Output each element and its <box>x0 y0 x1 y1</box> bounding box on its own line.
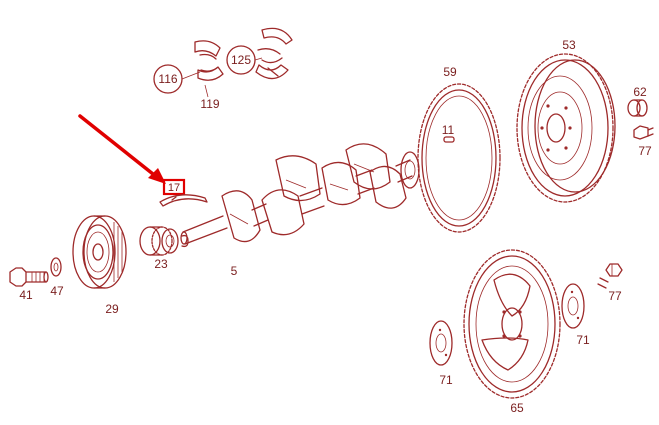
label-125: 125 <box>231 53 251 67</box>
label-62: 62 <box>633 85 647 99</box>
label-53: 53 <box>562 38 576 52</box>
drive-plate-65 <box>463 249 561 399</box>
label-11: 11 <box>442 123 455 137</box>
crankshaft-5 <box>180 143 420 245</box>
highlight-box-17 <box>162 178 186 196</box>
label-47: 47 <box>50 284 64 298</box>
label-65: 65 <box>510 401 524 415</box>
bolt-77-bottom <box>597 263 623 289</box>
label-77-bottom: 77 <box>608 289 622 303</box>
shim-disc-71-right <box>561 283 585 329</box>
damper-pulley-29 <box>72 215 127 289</box>
label-23: 23 <box>154 257 168 271</box>
ring-gear-59 <box>417 83 501 233</box>
bearing-shells <box>153 27 293 98</box>
label-17: 17 <box>168 182 180 194</box>
label-116: 116 <box>158 72 177 86</box>
bolt-41 <box>9 267 49 287</box>
part-labels: 116 125 119 59 53 11 62 77 17 23 5 41 47… <box>19 38 652 415</box>
highlight-arrow <box>78 114 166 184</box>
thrust-washer-17 <box>159 194 208 207</box>
label-119: 119 <box>200 97 219 111</box>
washer-47 <box>50 257 62 277</box>
label-59: 59 <box>443 65 457 79</box>
label-41: 41 <box>19 288 33 302</box>
flywheel-53 <box>516 53 616 203</box>
label-71-right: 71 <box>576 333 590 347</box>
bolt-77-top <box>633 125 654 140</box>
label-77-top: 77 <box>638 144 652 158</box>
bush-62 <box>627 99 648 117</box>
sprocket-23 <box>139 226 189 256</box>
shim-disc-71-left <box>429 320 453 366</box>
label-5: 5 <box>231 264 238 278</box>
label-71-left: 71 <box>439 373 453 387</box>
label-29: 29 <box>105 302 119 316</box>
